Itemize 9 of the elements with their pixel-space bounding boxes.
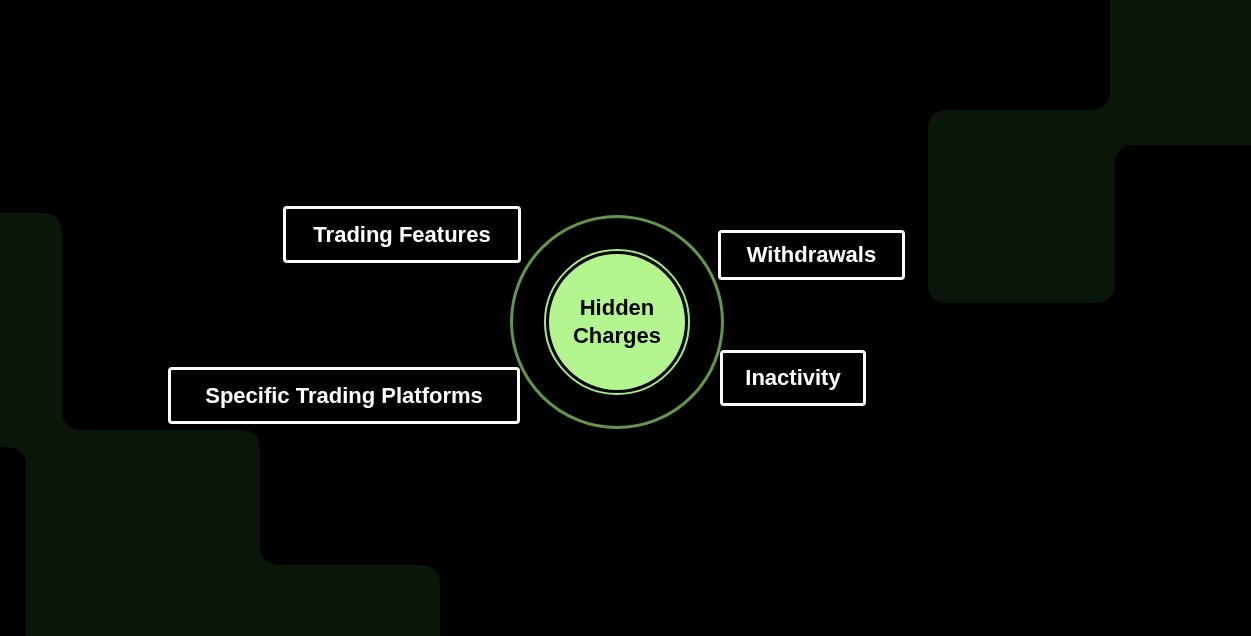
category-box — [283, 206, 521, 263]
hub-label: Hidden Charges — [571, 294, 662, 350]
category-box — [718, 230, 905, 280]
category-label: Withdrawals — [746, 241, 877, 269]
category-label: Inactivity — [745, 364, 841, 392]
category-box — [720, 350, 866, 406]
category-label: Specific Trading Platforms — [205, 381, 483, 410]
category-box — [168, 367, 520, 424]
category-label: Trading Features — [313, 220, 491, 249]
